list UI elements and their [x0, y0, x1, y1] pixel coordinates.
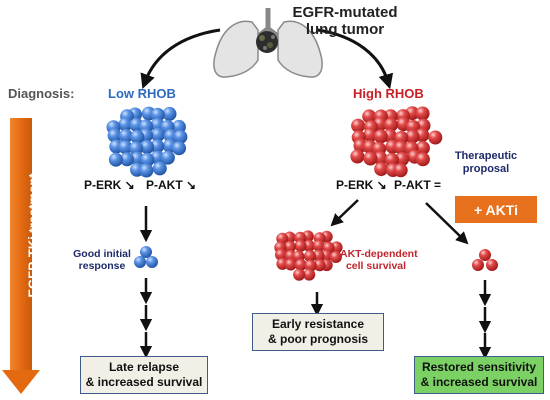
arrow-high-right: [425, 202, 469, 245]
tumor-icon: [256, 31, 278, 53]
cell: [140, 140, 155, 154]
cell: [160, 150, 175, 165]
cell: [294, 239, 307, 252]
cell: [152, 161, 167, 176]
cell: [394, 140, 409, 155]
arrow-to-low: [140, 28, 221, 90]
cell: [284, 240, 296, 253]
low-rhob-tumor-cluster: [106, 106, 188, 178]
cell: [120, 152, 134, 167]
treatment-arrow: [2, 118, 40, 394]
restored-sensitivity-box: Restored sensitivity& increased survival: [414, 356, 544, 394]
cell: [486, 259, 498, 271]
cell: [313, 239, 325, 252]
cell: [393, 163, 408, 178]
cell: [162, 106, 177, 121]
cell: [303, 268, 316, 281]
cell: [428, 130, 443, 145]
cell: [362, 109, 377, 124]
cell: [395, 152, 410, 166]
cell: [312, 249, 325, 262]
cell: [150, 127, 165, 142]
cell: [134, 256, 146, 268]
cell: [313, 259, 326, 272]
cell: [304, 250, 316, 263]
cell: [129, 141, 144, 156]
cell: [150, 139, 165, 154]
cell: [107, 128, 122, 143]
cell: [275, 248, 287, 261]
cell: [108, 152, 123, 167]
cell: [479, 249, 491, 261]
cell: [363, 151, 378, 166]
cell: [118, 140, 133, 155]
cell: [374, 162, 389, 177]
high-rhob-label: High RHOB: [353, 86, 424, 101]
cell: [293, 268, 306, 281]
cell: [405, 129, 420, 144]
cell: [350, 149, 365, 164]
early-resistance-box: Early resistance& poor prognosis: [252, 313, 384, 351]
cell: [294, 258, 307, 271]
late-relapse-box: Late relapse& increased survival: [80, 356, 208, 394]
arrow-high-left: [330, 199, 359, 227]
cell: [130, 129, 145, 144]
cell: [118, 117, 133, 132]
cell: [140, 152, 155, 167]
high-pakt-label: P-AKT =: [394, 178, 442, 192]
cell: [284, 258, 297, 271]
cell: [351, 118, 366, 133]
cell: [415, 141, 430, 155]
cell: [172, 141, 186, 156]
cell: [140, 246, 152, 258]
cell: [139, 163, 154, 178]
cell: [118, 129, 133, 143]
cell: [373, 151, 388, 166]
low-rhob-label: Low RHOB: [108, 86, 176, 101]
akt-dependent-cluster: [274, 230, 343, 281]
cell: [146, 256, 158, 268]
cell: [384, 152, 399, 167]
cell: [415, 106, 430, 121]
high-perk-label: P-ERK ↘: [336, 178, 387, 192]
cell: [472, 259, 484, 271]
low-perk-label: P-ERK ↘: [84, 178, 135, 192]
high-rhob-tumor-cluster: [350, 106, 443, 178]
cell: [303, 239, 316, 252]
good-response-cluster: [134, 246, 158, 268]
restored-sensitivity-cluster: [472, 249, 498, 271]
akti-badge: + AKTi: [455, 196, 537, 223]
cell: [373, 129, 388, 144]
treatment-axis-label: EGFR-TKi treatment: [25, 173, 41, 298]
diagnosis-label: Diagnosis:: [8, 86, 75, 101]
cell: [130, 151, 145, 166]
cell: [304, 259, 317, 272]
cell: [150, 107, 165, 122]
cell: [363, 128, 378, 142]
cell: [173, 129, 188, 144]
cell: [415, 152, 430, 167]
cell: [329, 251, 342, 263]
cell: [384, 117, 398, 132]
low-pakt-label: P-AKT ↘: [146, 178, 197, 192]
arrow-to-high: [317, 28, 394, 90]
lungs-icon: [213, 8, 323, 78]
